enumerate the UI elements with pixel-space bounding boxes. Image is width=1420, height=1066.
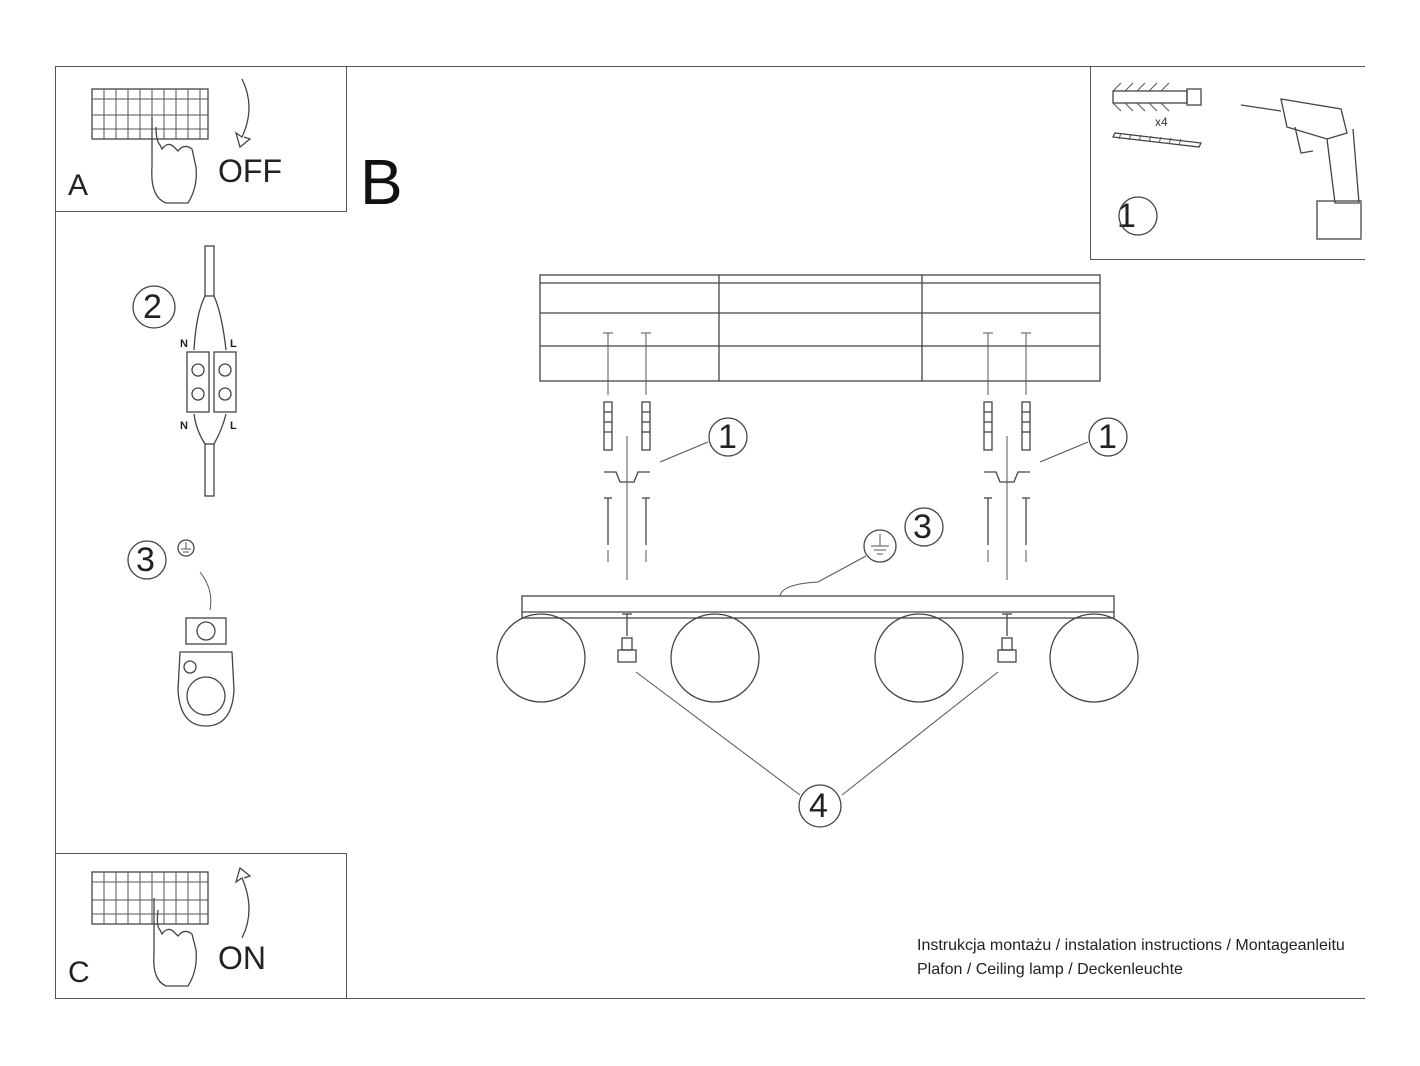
panel-c: C ON	[55, 853, 347, 999]
diagram-frame	[55, 66, 1365, 999]
connector-block-icon	[186, 245, 237, 497]
breaker-off-icon	[91, 78, 252, 204]
alignment-lines	[607, 436, 1027, 580]
callout-circle-1-right	[1088, 417, 1128, 457]
screw-icon	[1112, 132, 1202, 148]
neutral-label-top: N	[180, 338, 188, 350]
globe-3	[874, 613, 964, 703]
footer-instructions: Instrukcja montażu / instalation instruc…	[917, 937, 1345, 954]
off-label: OFF	[218, 153, 282, 189]
screws-left	[604, 497, 650, 545]
ground-terminal-icon	[177, 617, 235, 727]
callout-4: 4	[809, 787, 828, 825]
callout-1-right: 1	[1098, 418, 1117, 456]
tools-panel: x4 1	[1090, 66, 1365, 260]
breaker-on-icon	[91, 866, 252, 987]
callout-circle-4	[798, 784, 842, 828]
globe-1	[496, 613, 586, 703]
callout-circle-1-left	[708, 417, 748, 457]
panel-b-letter: B	[360, 146, 403, 218]
ground-wire	[779, 555, 867, 597]
globe-2	[670, 613, 760, 703]
drill-icon	[1240, 98, 1362, 240]
live-label-bottom: L	[230, 420, 237, 432]
panel-c-letter: C	[68, 956, 90, 989]
callout-1-left: 1	[718, 418, 737, 456]
anchor-count: x4	[1155, 115, 1168, 129]
wall-plugs-right	[983, 401, 1031, 451]
globe-4	[1049, 613, 1139, 703]
fixing-screw-right	[997, 613, 1017, 663]
callout-circle-3	[904, 507, 944, 547]
on-label: ON	[218, 940, 266, 976]
leader-4-right	[841, 671, 999, 796]
drill-holes	[603, 332, 1031, 395]
tools-icons	[1112, 82, 1362, 240]
ground-symbol-icon	[863, 529, 897, 563]
panel-a: A OFF	[55, 66, 347, 212]
ground-mark-icon	[177, 539, 195, 557]
lamp-bar	[521, 595, 1115, 619]
ground-step-number: 3	[136, 541, 155, 579]
callout-3: 3	[913, 508, 932, 546]
live-label-top: L	[230, 338, 237, 350]
fixing-screw-left	[617, 613, 637, 663]
ceiling	[539, 274, 1101, 382]
leader-1-left	[659, 441, 709, 463]
step-circle-3	[127, 540, 167, 580]
wall-plug-icon	[1112, 82, 1202, 112]
tools-step-circle	[1118, 196, 1158, 236]
wiring-step-number: 2	[143, 288, 162, 326]
screws-right	[984, 497, 1030, 545]
wall-plugs-left	[603, 401, 651, 451]
leader-4-left	[635, 671, 801, 796]
panel-a-letter: A	[68, 169, 89, 202]
tools-step-number: 1	[1117, 197, 1136, 235]
footer-product: Plafon / Ceiling lamp / Deckenleuchte	[917, 961, 1183, 978]
neutral-label-bottom: N	[180, 420, 188, 432]
leader-1-right	[1039, 441, 1089, 463]
step-circle-2	[132, 285, 176, 329]
